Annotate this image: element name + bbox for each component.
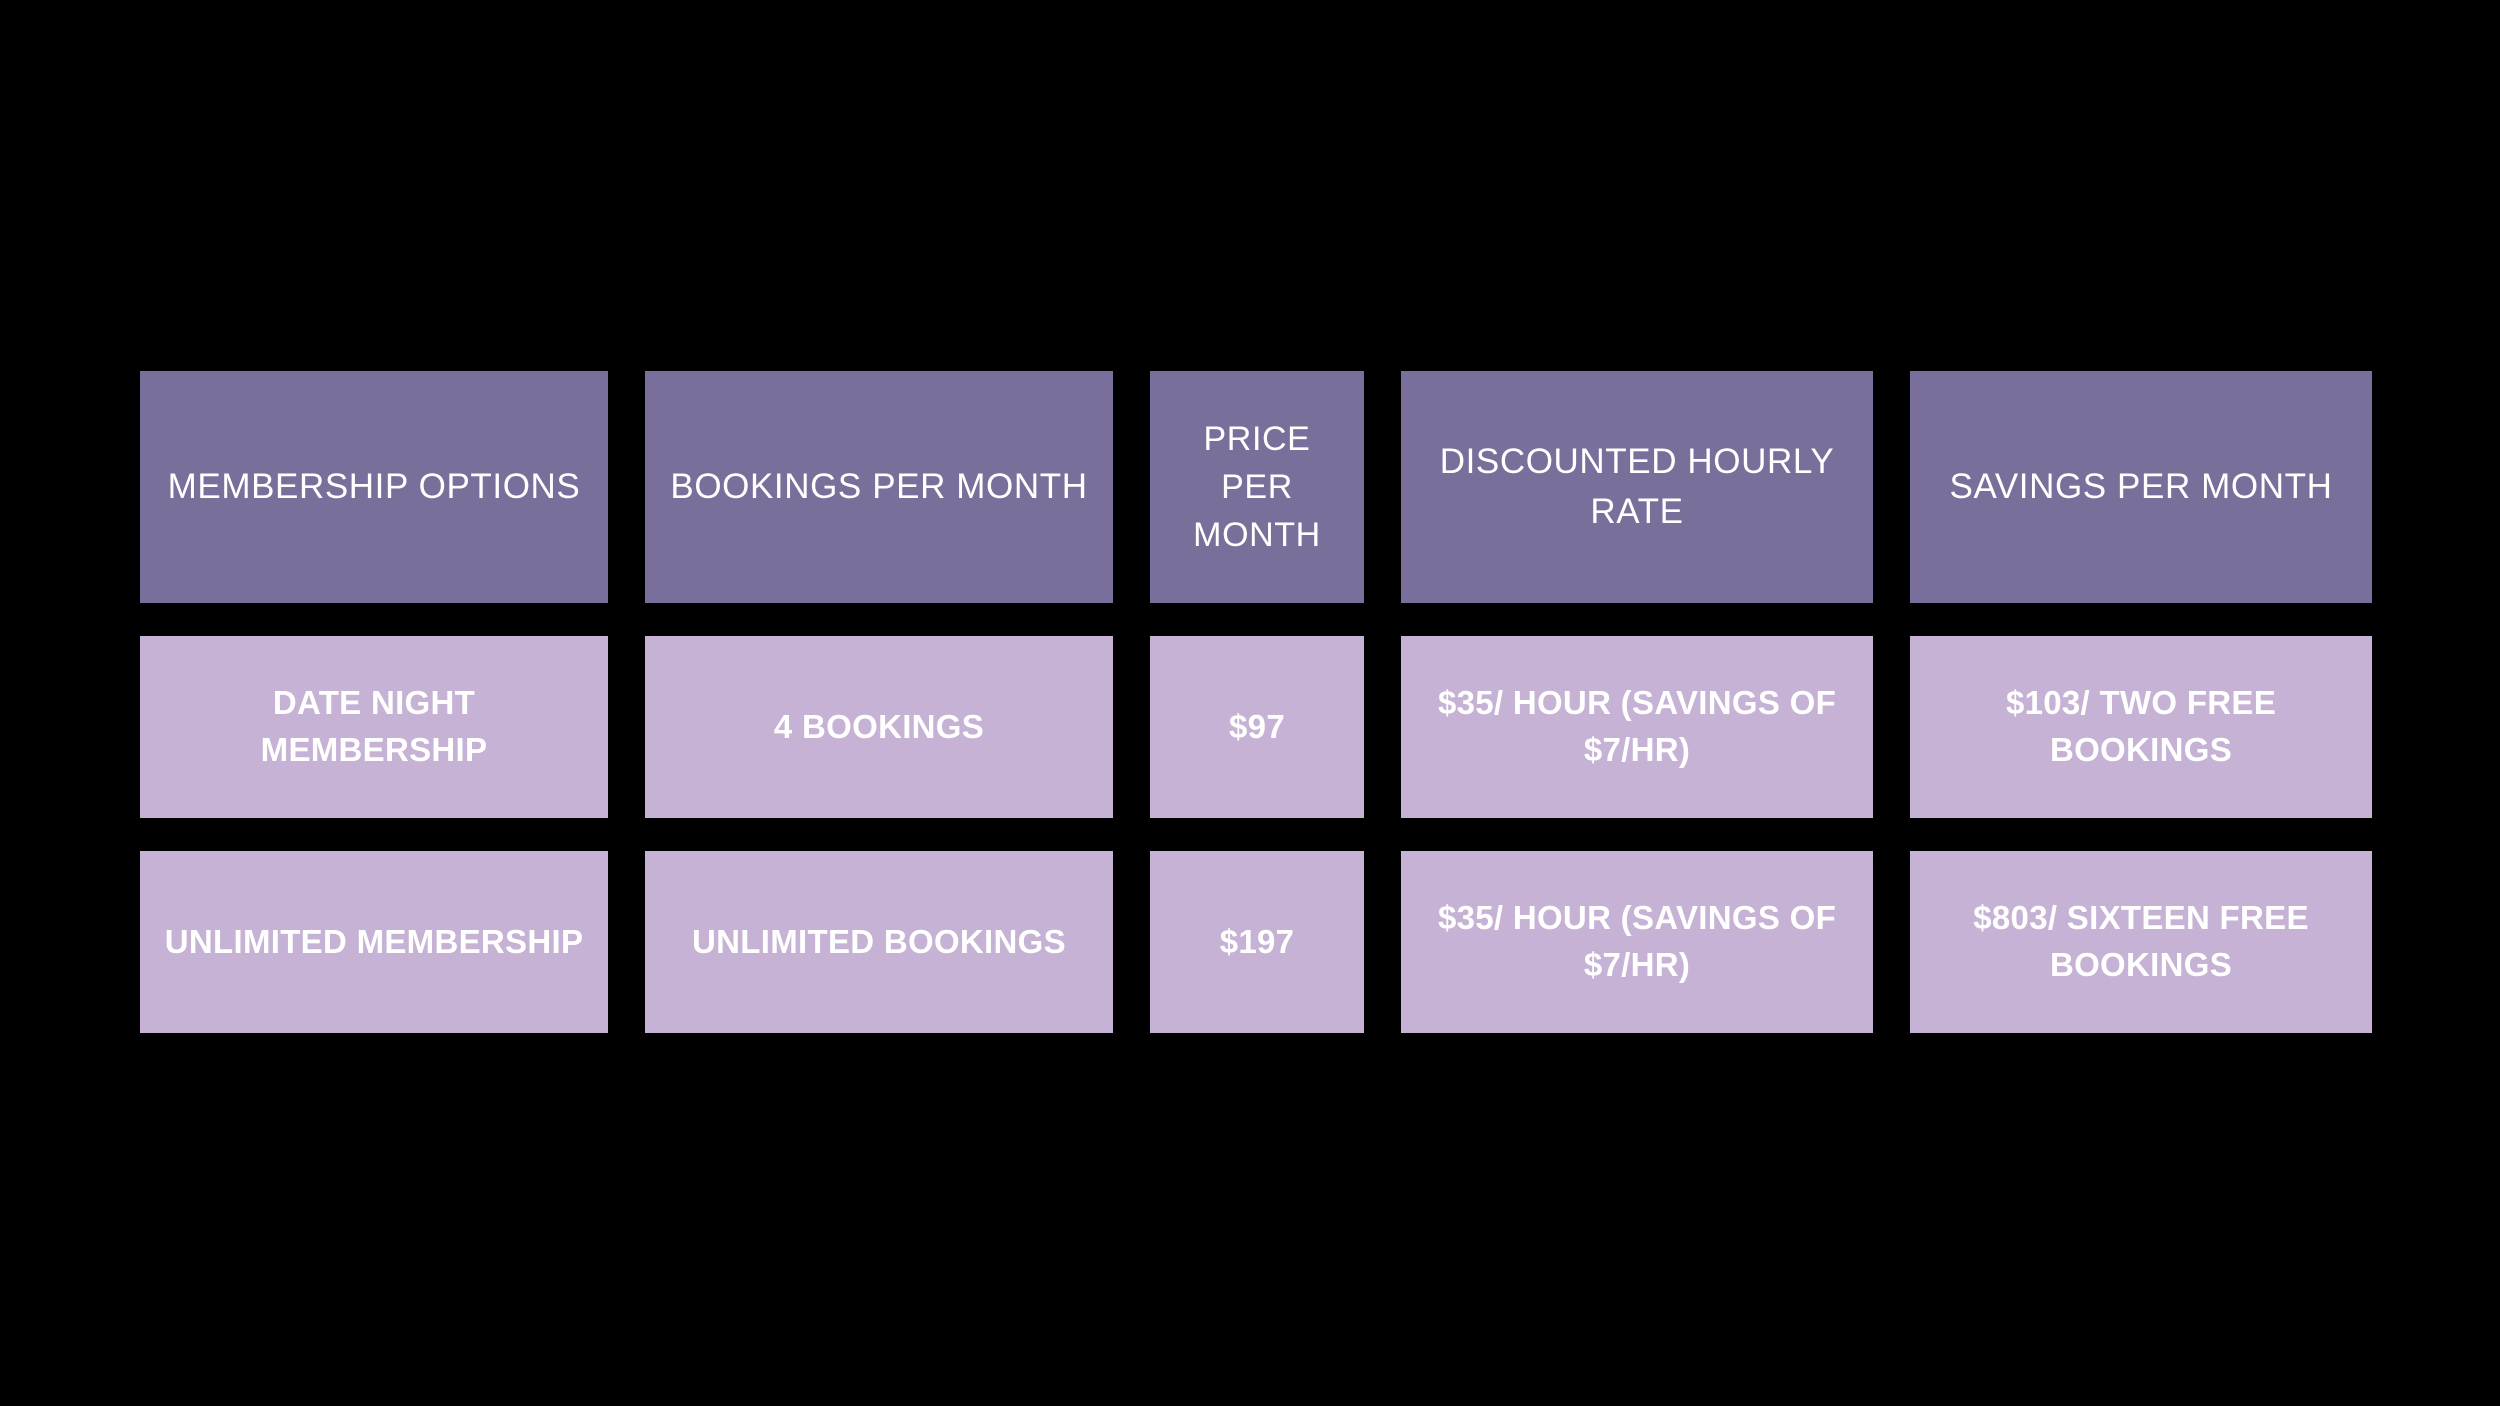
table-header-row: MEMBERSHIP OPTIONS BOOKINGS PER MONTH PR… [140, 371, 2372, 603]
header-cell-discounted-hourly-rate: DISCOUNTED HOURLY RATE [1401, 371, 1873, 603]
cell-text-bookings-per-month: 4 BOOKINGS [773, 707, 985, 745]
cell-discounted-hourly-rate: $35/ HOUR (SAVINGS OF $7/HR) [1401, 636, 1873, 818]
cell-text-membership-option: DATE NIGHT MEMBERSHIP [260, 684, 488, 768]
table-row: DATE NIGHT MEMBERSHIP 4 BOOKINGS $97 $35… [140, 636, 2372, 818]
cell-text-bookings-per-month: UNLIMITED BOOKINGS [692, 922, 1066, 960]
header-cell-bookings-per-month: BOOKINGS PER MONTH [645, 371, 1113, 603]
cell-bookings-per-month: 4 BOOKINGS [645, 636, 1113, 818]
cell-bookings-per-month: UNLIMITED BOOKINGS [645, 851, 1113, 1033]
cell-text-savings-per-month: $803/ SIXTEEN FREE BOOKINGS [1973, 899, 2309, 983]
cell-text-discounted-hourly-rate: $35/ HOUR (SAVINGS OF $7/HR) [1437, 684, 1837, 768]
header-cell-price-per-month: PRICE PER MONTH [1150, 371, 1364, 603]
table-row: UNLIMITED MEMBERSHIP UNLIMITED BOOKINGS … [140, 851, 2372, 1033]
cell-text-savings-per-month: $103/ TWO FREE BOOKINGS [2005, 684, 2277, 768]
cell-membership-option: DATE NIGHT MEMBERSHIP [140, 636, 608, 818]
cell-price-per-month: $97 [1150, 636, 1364, 818]
header-label-discounted-hourly-rate: DISCOUNTED HOURLY RATE [1439, 442, 1835, 531]
cell-text-price-per-month: $97 [1229, 707, 1285, 745]
cell-discounted-hourly-rate: $35/ HOUR (SAVINGS OF $7/HR) [1401, 851, 1873, 1033]
cell-price-per-month: $197 [1150, 851, 1364, 1033]
cell-membership-option: UNLIMITED MEMBERSHIP [140, 851, 608, 1033]
membership-pricing-table: MEMBERSHIP OPTIONS BOOKINGS PER MONTH PR… [140, 371, 2372, 1033]
header-cell-membership-options: MEMBERSHIP OPTIONS [140, 371, 608, 603]
cell-savings-per-month: $103/ TWO FREE BOOKINGS [1910, 636, 2372, 818]
cell-text-price-per-month: $197 [1219, 922, 1295, 960]
header-label-membership-options: MEMBERSHIP OPTIONS [167, 467, 581, 507]
header-label-bookings-per-month: BOOKINGS PER MONTH [670, 467, 1088, 507]
cell-text-discounted-hourly-rate: $35/ HOUR (SAVINGS OF $7/HR) [1437, 899, 1837, 983]
header-cell-savings-per-month: SAVINGS PER MONTH [1910, 371, 2372, 603]
header-label-savings-per-month: SAVINGS PER MONTH [1949, 467, 2333, 507]
cell-text-membership-option: UNLIMITED MEMBERSHIP [164, 922, 584, 960]
cell-savings-per-month: $803/ SIXTEEN FREE BOOKINGS [1910, 851, 2372, 1033]
header-label-price-per-month: PRICE PER MONTH [1193, 419, 1321, 555]
